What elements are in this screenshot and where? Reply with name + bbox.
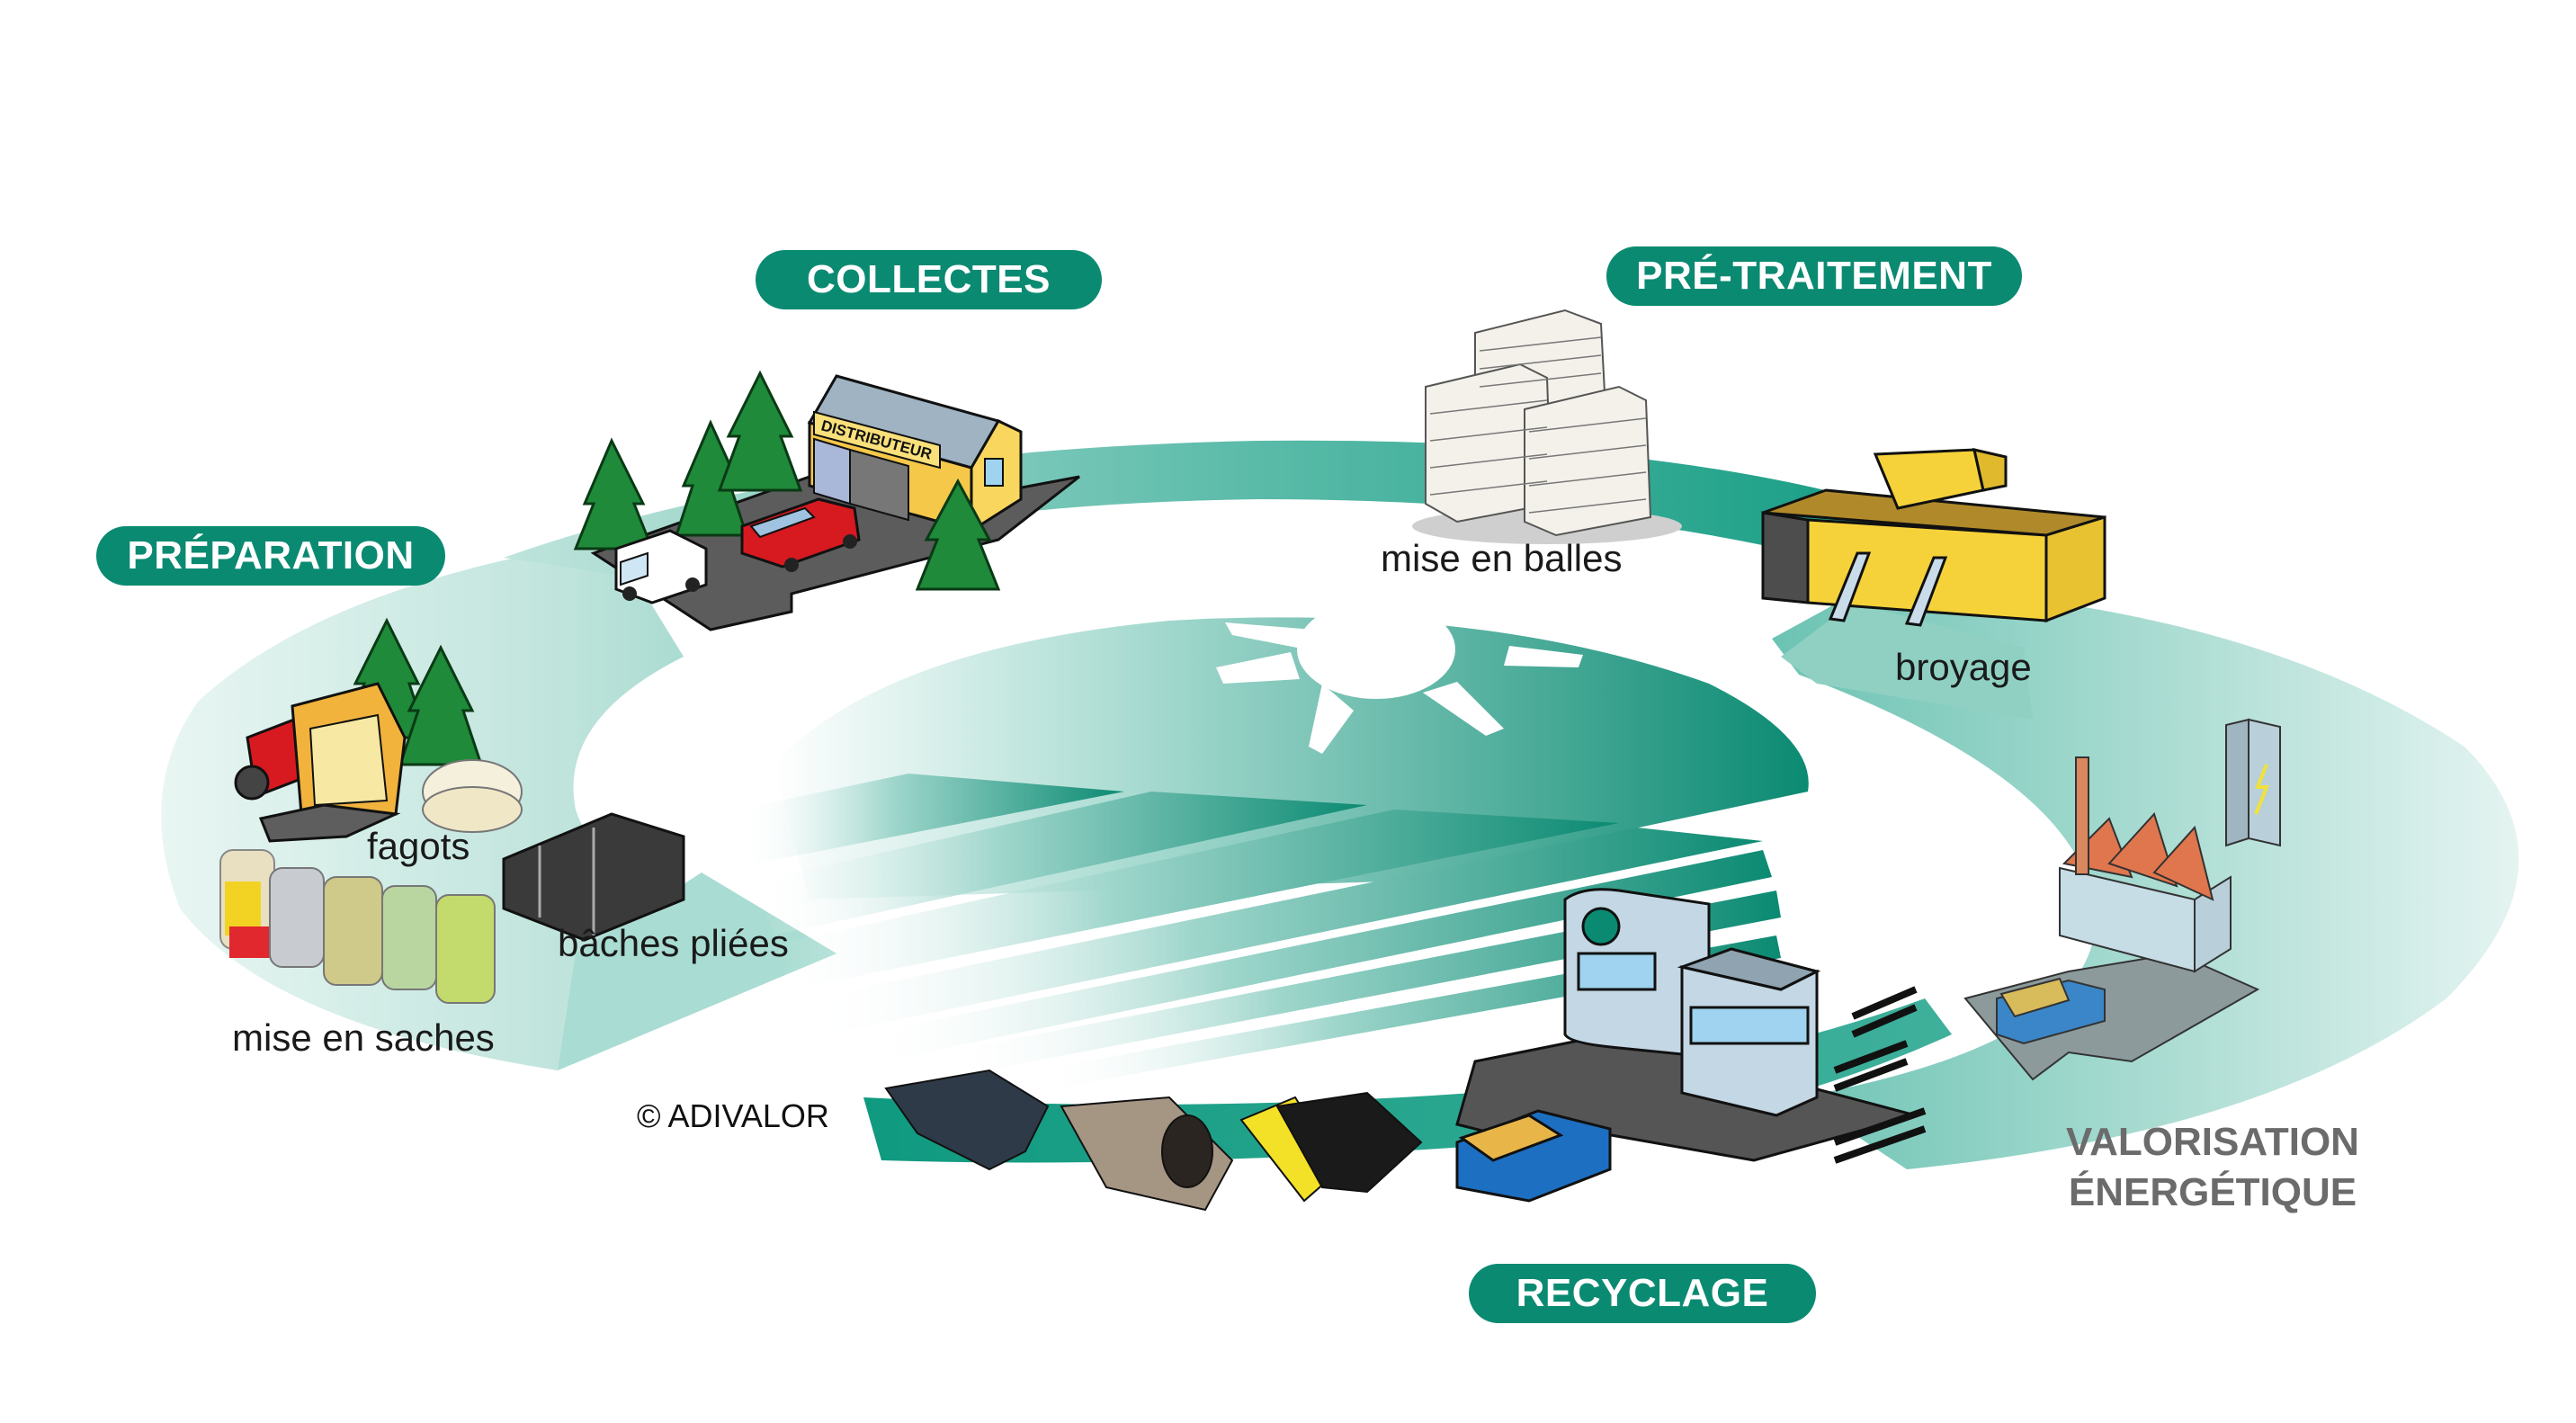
shredder-icon xyxy=(1761,448,2106,627)
dump-truck-icon xyxy=(1455,1109,1612,1203)
pretraitement-scene xyxy=(1412,309,2106,627)
bales-icon xyxy=(1425,309,1652,537)
black-film-icon xyxy=(1275,1091,1423,1194)
pickup-truck-icon xyxy=(740,497,861,572)
tree-icon xyxy=(573,370,1001,591)
van-icon xyxy=(614,529,708,604)
tractor-trailer-icon xyxy=(234,682,407,843)
stage-preparation-label: PRÉPARATION xyxy=(127,533,415,577)
fagots-icon xyxy=(422,759,523,833)
stage-pretraitement-label: PRÉ-TRAITEMENT xyxy=(1636,254,1992,298)
valorisation-line2: ÉNERGÉTIQUE xyxy=(2068,1170,2357,1214)
label-mise-en-balles: mise en balles xyxy=(1381,537,1623,579)
valorisation-line1: VALORISATION xyxy=(2066,1120,2359,1164)
pipes-icon xyxy=(1833,986,1927,1164)
label-fagots: fagots xyxy=(367,825,470,867)
distributor-building-icon: DISTRIBUTEUR xyxy=(807,374,1023,533)
stage-collectes: COLLECTES xyxy=(756,250,1102,309)
preparation-scene xyxy=(219,617,685,1004)
collectes-scene: DISTRIBUTEUR xyxy=(573,370,1080,631)
label-broyage: broyage xyxy=(1895,646,2032,688)
stage-valorisation: VALORISATION ÉNERGÉTIQUE xyxy=(2042,1117,2384,1218)
bags-icon xyxy=(219,849,496,1004)
stage-recyclage: RECYCLAGE xyxy=(1469,1264,1816,1323)
ring-arrow-broyage xyxy=(1781,603,2033,720)
copyright-notice: © ADIVALOR xyxy=(637,1097,829,1134)
stage-preparation: PRÉPARATION xyxy=(96,526,445,586)
label-baches-pliees: bâches pliées xyxy=(558,922,789,964)
label-mise-en-saches: mise en saches xyxy=(232,1016,495,1059)
lightning-icon xyxy=(2254,764,2269,815)
sun-icon xyxy=(1216,600,1583,754)
formwork-icon xyxy=(884,1069,1050,1171)
stage-collectes-label: COLLECTES xyxy=(807,257,1051,301)
adivalor-logo-icon xyxy=(1581,907,1621,946)
ring-segment-valorisation xyxy=(1772,585,2519,1169)
stage-pretraitement: PRÉ-TRAITEMENT xyxy=(1606,246,2022,306)
recycled-products xyxy=(884,1069,1423,1212)
stage-recyclage-label: RECYCLAGE xyxy=(1516,1271,1769,1315)
recycling-plant-icon xyxy=(1455,888,1927,1203)
folded-tarps-icon xyxy=(502,812,685,942)
energy-plant-icon xyxy=(1963,718,2281,1081)
dump-truck-icon xyxy=(1996,977,2106,1045)
